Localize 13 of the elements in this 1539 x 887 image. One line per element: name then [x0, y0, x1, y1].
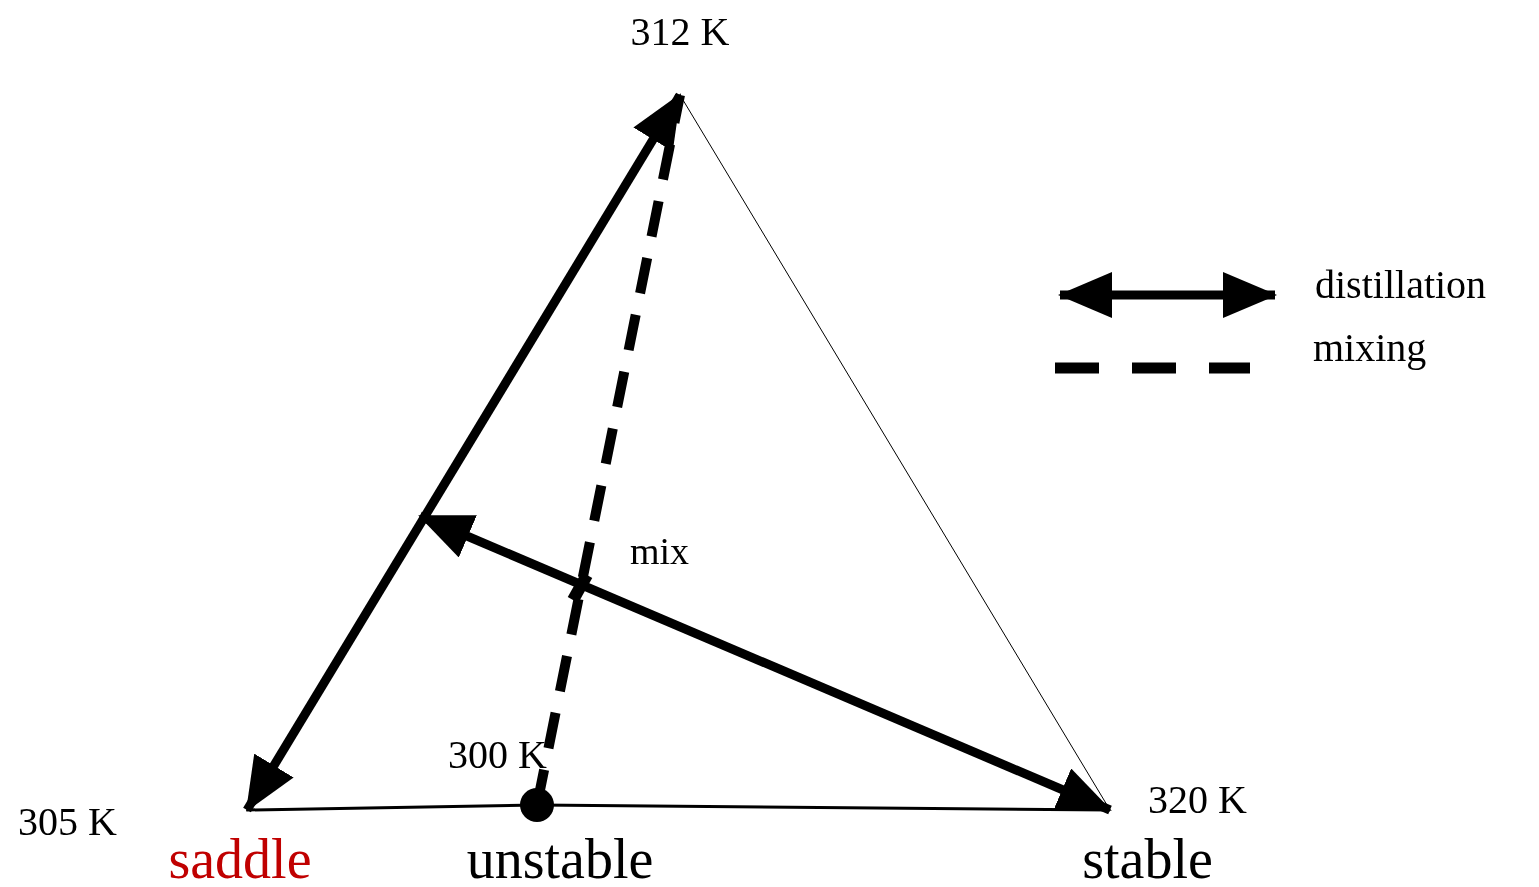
vertex-label: stable [1082, 831, 1213, 887]
temperature-label: 300 K [448, 735, 547, 775]
distillation-arrow [243, 92, 684, 813]
distillation-arrow [418, 511, 1112, 815]
vertex-label: saddle [168, 831, 312, 887]
vertex-label: unstable [466, 831, 654, 887]
legend-label: mixing [1313, 328, 1427, 368]
legend-label: distillation [1315, 265, 1487, 305]
vertex-label: 312 K [630, 12, 730, 52]
mixing-line [520, 94, 685, 822]
temperature-label: 305 K [18, 802, 117, 842]
temperature-label: 320 K [1148, 780, 1247, 820]
point-label: mix [630, 532, 690, 570]
